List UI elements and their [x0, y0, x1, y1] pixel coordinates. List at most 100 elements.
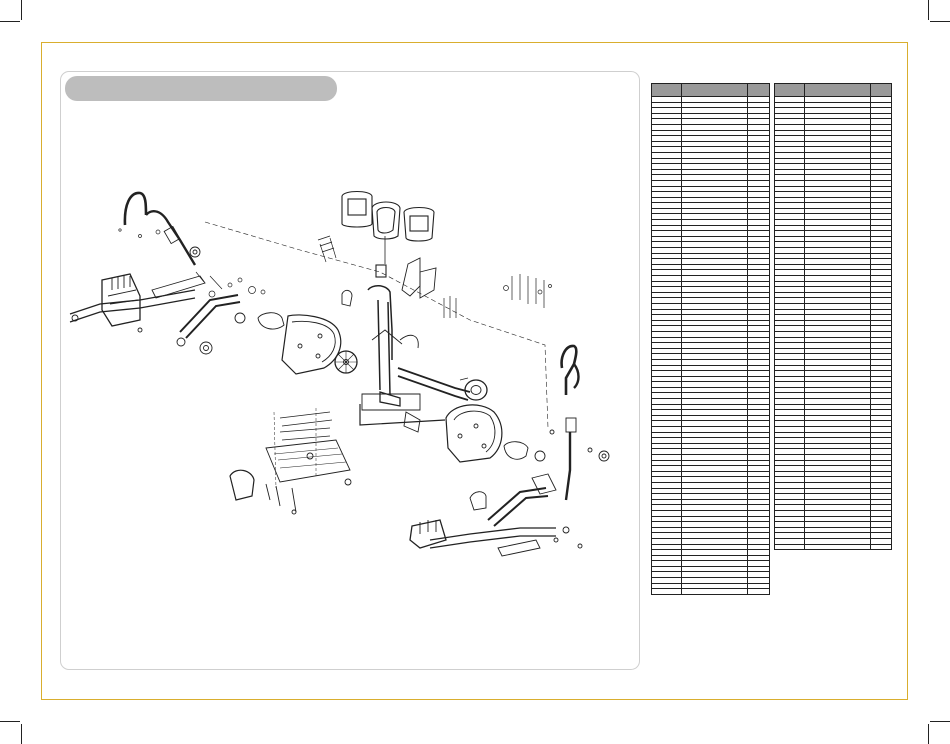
table-cell: [747, 364, 770, 372]
table-row: [651, 353, 770, 360]
table-row: [651, 386, 770, 394]
table-row: [651, 465, 770, 472]
table-cell: [747, 336, 770, 344]
table-cell: [747, 476, 770, 483]
diagram-title-bar: [65, 76, 337, 101]
crop-mark-br-h: [930, 721, 950, 722]
table-cell: [870, 426, 892, 433]
table-row: [774, 414, 892, 422]
table-cell: [870, 112, 892, 120]
crop-mark-tr-v: [928, 0, 929, 20]
table-cell: [870, 454, 892, 461]
table-cell: [870, 263, 892, 271]
table-row: [774, 375, 892, 383]
table-cell: [870, 493, 892, 500]
table-row: [774, 101, 892, 109]
table-cell: [747, 291, 770, 299]
table-row: [774, 107, 892, 114]
table-row: [774, 280, 892, 288]
table-row: [651, 420, 770, 427]
table-cell: [747, 454, 770, 461]
column-header-description: [804, 83, 871, 97]
table-row: [774, 308, 892, 316]
console-displays: [341, 190, 435, 278]
table-cell: [747, 258, 770, 265]
table-row: [651, 437, 770, 444]
table-row: [774, 398, 892, 405]
table-cell: [747, 487, 770, 495]
table-row: [774, 504, 892, 511]
hardware-cluster-right: [319, 237, 552, 318]
table-cell: [747, 398, 770, 405]
table-cell: [651, 588, 682, 595]
table-row: [651, 504, 770, 511]
table-row: [651, 448, 770, 455]
table-cell: [870, 303, 892, 310]
table-cell: [870, 258, 892, 265]
table-row: [651, 280, 770, 288]
table-row: [774, 403, 892, 411]
table-row: [651, 330, 770, 338]
table-cell: [747, 448, 770, 455]
table-cell: [870, 476, 892, 483]
table-cell: [747, 303, 770, 310]
table-row: [651, 275, 770, 282]
table-row: [651, 403, 770, 411]
table-cell: [747, 420, 770, 427]
table-cell: [870, 431, 892, 439]
table-row: [774, 303, 892, 310]
table-row: [774, 431, 892, 439]
table-cell: [747, 347, 770, 355]
table-cell: [747, 482, 770, 489]
table-row: [651, 303, 770, 310]
table-row: [651, 336, 770, 344]
table-cell: [870, 504, 892, 511]
table-row: [774, 386, 892, 394]
right-handlebar: [549, 344, 610, 501]
table-cell: [747, 470, 770, 478]
table-row: [651, 314, 770, 321]
table-row: [774, 258, 892, 265]
table-cell: [747, 353, 770, 360]
table-cell: [870, 398, 892, 405]
table-cell: [747, 588, 770, 595]
table-cell: [870, 101, 892, 109]
table-cell: [870, 286, 892, 293]
table-cell: [870, 381, 892, 388]
table-cell: [870, 543, 892, 551]
table-row: [651, 101, 770, 109]
table-cell: [747, 409, 770, 416]
table-row: [774, 392, 892, 400]
table-row: [774, 476, 892, 483]
table-row: [774, 347, 892, 355]
table-cell: [870, 414, 892, 422]
table-cell: [870, 498, 892, 506]
table-cell: [747, 493, 770, 500]
table-row: [651, 118, 770, 125]
table-cell: [870, 275, 892, 282]
table-cell: [747, 297, 770, 304]
table-cell: [870, 330, 892, 338]
table-row: [774, 470, 892, 478]
table-cell: [870, 96, 892, 103]
table-cell: [747, 275, 770, 282]
table-row: [651, 364, 770, 372]
table-row: [651, 431, 770, 439]
crop-mark-tl-h: [0, 21, 20, 22]
table-row: [651, 258, 770, 265]
table-row: [774, 358, 892, 366]
table-cell: [870, 442, 892, 450]
table-cell: [870, 325, 892, 332]
crop-mark-tl-v: [21, 0, 22, 20]
table-row: [651, 442, 770, 450]
table-row: [774, 381, 892, 388]
table-row: [774, 493, 892, 500]
table-cell: [681, 588, 748, 595]
table-cell: [804, 543, 871, 551]
flywheel: [334, 350, 358, 374]
column-header-no: [774, 83, 805, 97]
pulley: [459, 377, 488, 401]
table-row: [651, 454, 770, 461]
table-cell: [870, 386, 892, 394]
table-cell: [870, 347, 892, 355]
